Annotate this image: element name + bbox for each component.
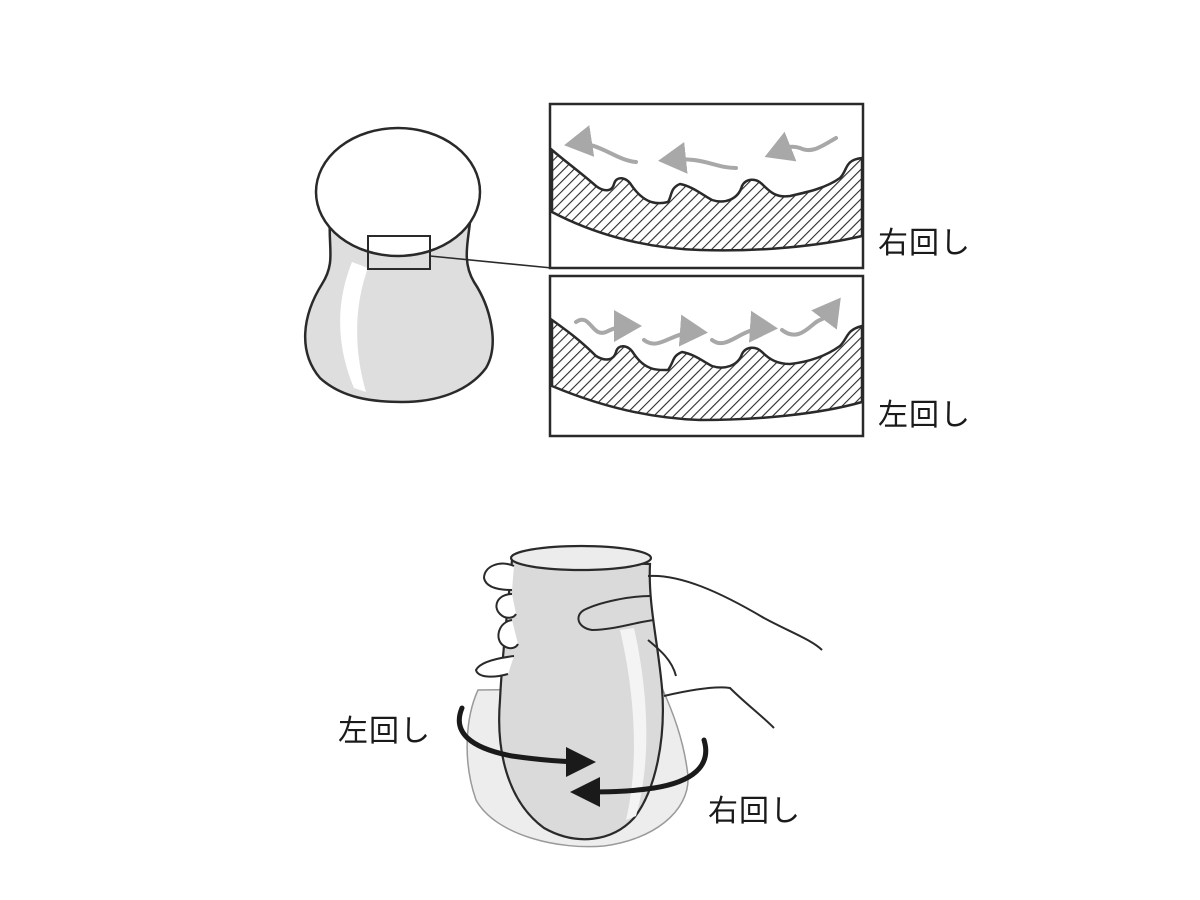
wine-wave-top [550,147,864,252]
right-rotation-arrow [570,737,709,807]
left-fingers [474,562,519,678]
hand-swirling-glass [456,544,823,848]
label-left-rotation-top: 左回し [878,398,971,433]
flow-arrow-top-3 [764,131,838,162]
glass-in-hand-highlight [620,628,647,820]
flow-arrow-top-2 [658,142,738,174]
wine-wave-bottom [550,317,864,422]
zoom-box [367,235,431,270]
tulip-glass [303,126,553,404]
panel-left-rotation [548,274,865,438]
glass-highlight [340,262,368,392]
label-right-rotation-bottom: 右回し [708,794,801,829]
flow-arrow-bottom-3 [710,310,778,346]
label-right-rotation-top: 右回し [878,226,971,261]
flow-arrow-top-1 [564,125,638,164]
right-hand [577,574,823,729]
zoom-connector [429,255,553,269]
left-rotation-arrow [456,705,596,777]
flow-arrow-bottom-2 [642,314,708,347]
glass-rim [314,126,482,258]
flow-arrow-bottom-1 [574,310,642,343]
panel-right-rotation [548,102,865,270]
flow-arrow-bottom-4 [780,297,841,337]
label-left-rotation-bottom: 左回し [338,714,431,749]
glass-in-hand-rim [509,544,653,572]
